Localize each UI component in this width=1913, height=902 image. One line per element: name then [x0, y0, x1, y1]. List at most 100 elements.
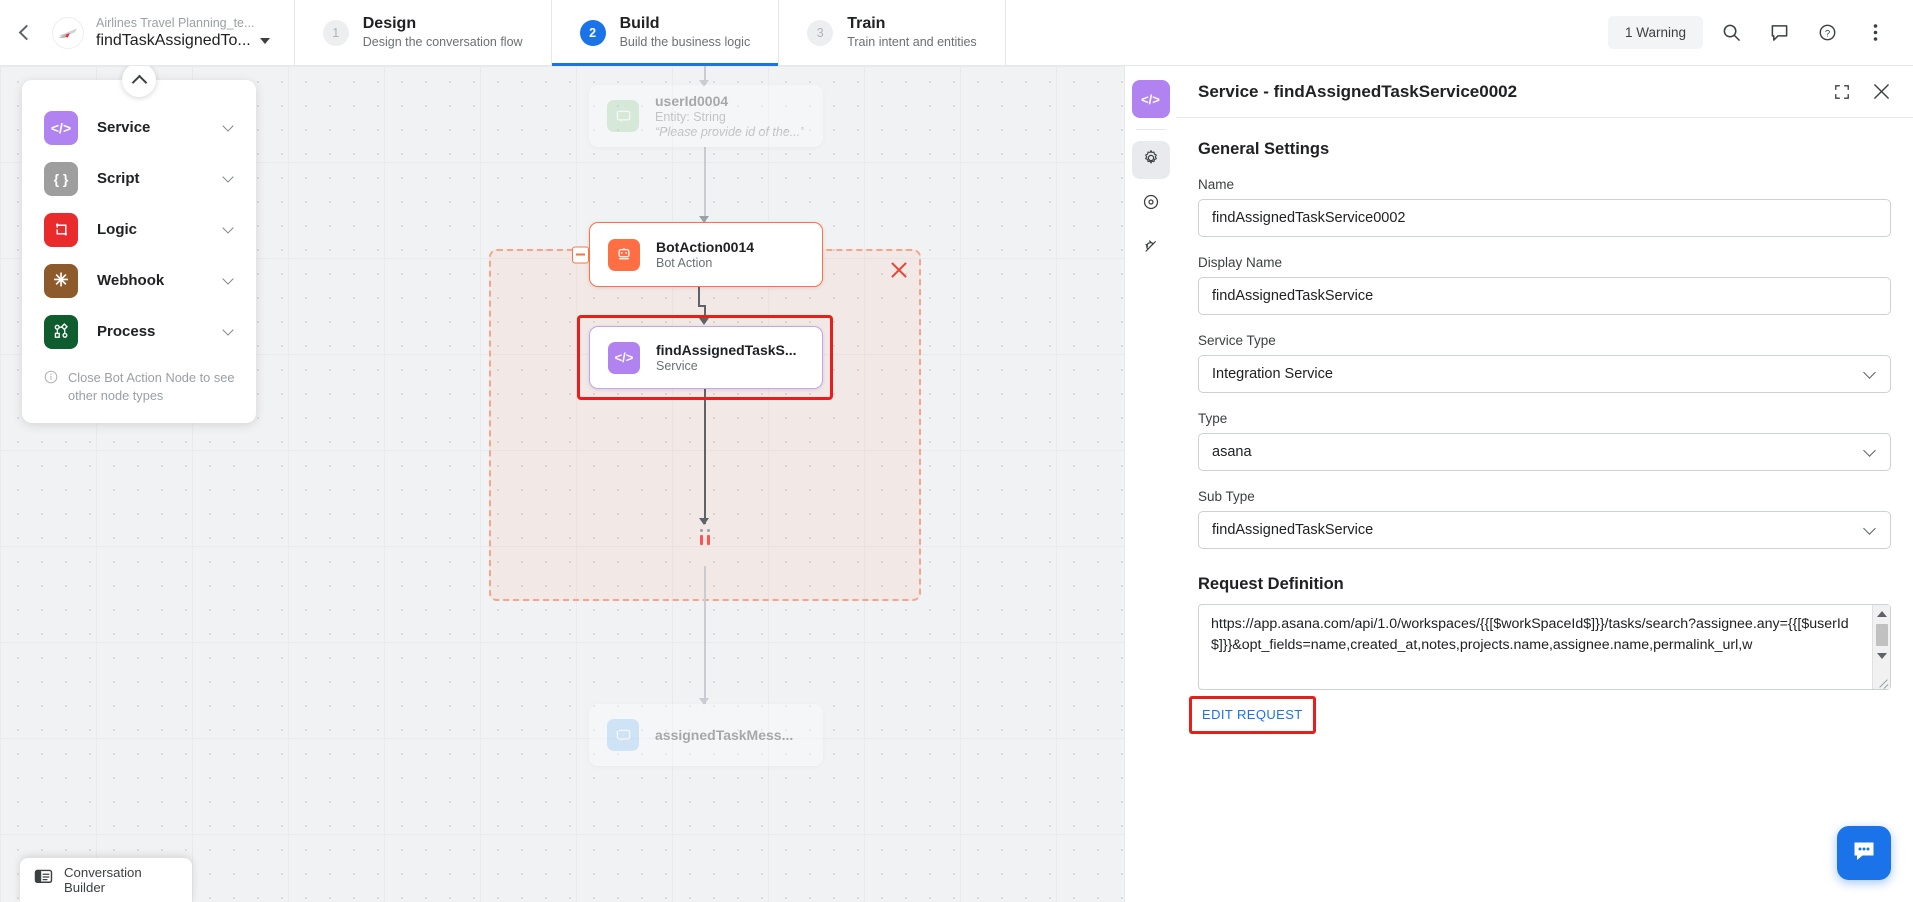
close-group-icon[interactable]	[889, 260, 909, 280]
field-value: findAssignedTaskService0002	[1212, 210, 1406, 226]
red-bars-icon	[700, 535, 710, 545]
bot-name-dropdown[interactable]: findTaskAssignedTo...	[96, 31, 270, 51]
back-button[interactable]	[0, 0, 52, 65]
palette-note: Close Bot Action Node to see other node …	[22, 357, 256, 407]
arrow-head-assigned	[699, 698, 709, 705]
field-label: Name	[1198, 177, 1235, 192]
palette-item-script[interactable]: { } Script	[22, 153, 256, 204]
arrow-head-dots	[699, 518, 709, 525]
rail-button-settings[interactable]	[1131, 141, 1170, 179]
flow-canvas[interactable]: userId0004 Entity: String “Please provid…	[0, 66, 1124, 902]
edit-request-link[interactable]: EDIT REQUEST	[1202, 707, 1303, 722]
flow-node-findassignedtaskservice[interactable]: </> findAssignedTaskS... Service	[589, 326, 823, 389]
step-subtitle: Train intent and entities	[847, 35, 977, 49]
chat-support-button[interactable]	[1837, 826, 1891, 880]
conversation-builder-button[interactable]: Conversation Builder	[20, 858, 192, 902]
scroll-down-arrow-icon[interactable]	[1873, 647, 1890, 665]
connector-botaction-a	[698, 287, 700, 306]
field-name: Name findAssignedTaskService0002	[1198, 177, 1891, 237]
rail-button-service[interactable]: </>	[1131, 80, 1170, 118]
palette-item-label: Logic	[97, 221, 137, 238]
plug-icon	[1142, 237, 1160, 260]
chat-window-icon	[34, 868, 53, 892]
conversation-builder-label: Conversation Builder	[64, 865, 142, 895]
rail-button-connection[interactable]	[1132, 229, 1170, 267]
scroll-up-arrow-icon[interactable]	[1873, 605, 1890, 623]
scrollbar-thumb[interactable]	[1875, 624, 1888, 646]
wizard-steps: 1 Design Design the conversation flow 2 …	[293, 0, 1006, 66]
step-number: 2	[579, 19, 606, 46]
field-value: findAssignedTaskService	[1212, 522, 1374, 538]
flow-node-botaction0014[interactable]: BotAction0014 Bot Action	[572, 222, 823, 287]
help-button[interactable]: ?	[1807, 13, 1847, 53]
panel-title: Service - findAssignedTaskService0002	[1198, 81, 1518, 101]
request-definition-scrollbar[interactable]	[1872, 605, 1890, 689]
field-value: asana	[1212, 444, 1252, 460]
palette-item-label: Script	[97, 170, 140, 187]
connector-top	[704, 66, 706, 85]
expand-icon[interactable]	[1834, 84, 1850, 100]
palette-item-service[interactable]: </> Service	[22, 102, 256, 153]
comment-icon	[1770, 23, 1789, 42]
display-name-input[interactable]: findAssignedTaskService	[1198, 277, 1891, 315]
step-title: Design	[362, 15, 417, 32]
step-subtitle: Build the business logic	[619, 35, 751, 49]
arrow-head-top	[699, 80, 709, 87]
palette-item-logic[interactable]: Logic	[22, 204, 256, 255]
tab-design[interactable]: 1 Design Design the conversation flow	[293, 0, 551, 65]
palette-item-process[interactable]: Process	[22, 306, 256, 357]
dots-row-icon	[700, 529, 710, 532]
tab-train[interactable]: 3 Train Train intent and entities	[778, 0, 1006, 65]
svg-text:?: ?	[1824, 28, 1829, 39]
top-bar: Airlines Travel Planning_te... findTaskA…	[0, 0, 1913, 66]
search-icon	[1722, 23, 1741, 42]
search-button[interactable]	[1711, 13, 1751, 53]
type-select[interactable]: asana	[1198, 433, 1891, 471]
sub-type-select[interactable]: findAssignedTaskService	[1198, 511, 1891, 549]
panel-header: Service - findAssignedTaskService0002	[1176, 66, 1913, 118]
palette-note-text: Close Bot Action Node to see other node …	[68, 370, 235, 403]
request-definition-textarea[interactable]: https://app.asana.com/api/1.0/workspaces…	[1198, 604, 1891, 690]
field-label: Service Type	[1198, 333, 1276, 348]
more-vertical-icon	[1873, 23, 1878, 42]
comment-button[interactable]	[1759, 13, 1799, 53]
minus-collapse-icon[interactable]	[572, 246, 589, 263]
code-brackets-icon: </>	[44, 110, 78, 145]
edit-request-wrapper: EDIT REQUEST	[1189, 696, 1316, 734]
flow-node-userid0004[interactable]: userId0004 Entity: String “Please provid…	[589, 85, 823, 147]
flow-node-assignedtaskmessage[interactable]: assignedTaskMess...	[589, 704, 823, 766]
field-service-type: Service Type Integration Service	[1198, 333, 1891, 393]
flow-node-placeholder-dots[interactable]	[697, 529, 713, 559]
palette-collapse-button[interactable]	[122, 66, 156, 97]
chevron-left-icon	[18, 24, 34, 41]
chevron-down-icon	[1863, 443, 1876, 457]
node-palette: </> Service { } Script Logic ✳ Webhook	[22, 66, 256, 423]
step-title: Build	[619, 15, 660, 32]
arrow-head-botaction	[699, 216, 709, 223]
field-label: Display Name	[1198, 255, 1283, 270]
chevron-down-icon	[222, 119, 234, 132]
tab-build[interactable]: 2 Build Build the business logic	[550, 0, 779, 66]
request-definition-heading: Request Definition	[1198, 575, 1344, 593]
resize-grip-icon[interactable]	[1877, 676, 1889, 688]
close-icon[interactable]	[1872, 82, 1891, 101]
airplane-avatar-icon	[52, 16, 84, 49]
field-label: Sub Type	[1198, 489, 1255, 504]
node-subtitle: Service	[656, 359, 698, 373]
project-name: Airlines Travel Planning_te...	[96, 15, 255, 30]
palette-item-webhook[interactable]: ✳ Webhook	[22, 255, 256, 306]
name-input[interactable]: findAssignedTaskService0002	[1198, 199, 1891, 237]
chevron-down-icon	[1863, 365, 1876, 379]
more-options-button[interactable]	[1855, 13, 1895, 53]
node-detail: “Please provide id of the...”	[655, 125, 805, 139]
warning-badge[interactable]: 1 Warning	[1607, 16, 1703, 49]
connector-userid-botaction	[704, 147, 706, 222]
node-subtitle: Entity: String	[655, 110, 726, 124]
service-type-select[interactable]: Integration Service	[1198, 355, 1891, 393]
chevron-down-icon	[222, 272, 234, 285]
entity-message-icon	[607, 100, 639, 132]
target-circle-icon	[1142, 193, 1160, 216]
rail-button-target[interactable]	[1132, 185, 1170, 223]
message-icon	[607, 719, 639, 751]
chevron-down-icon	[259, 37, 270, 44]
